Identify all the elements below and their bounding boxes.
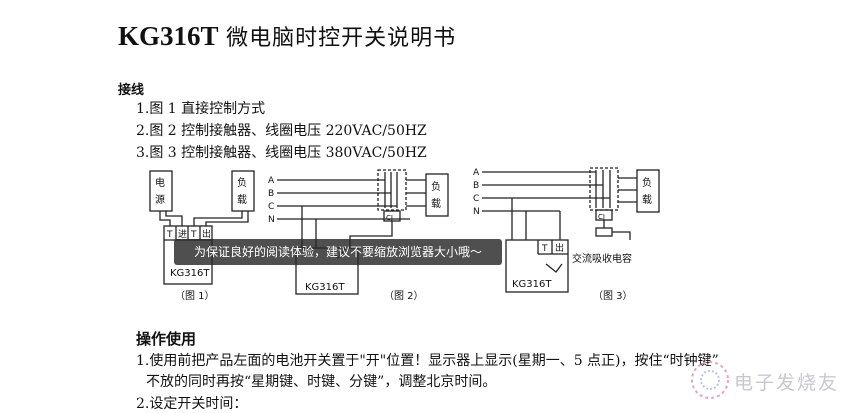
phase-a: A [268,176,275,186]
phase3-b: B [473,181,479,191]
device2-label: KG316T [305,282,345,293]
figure-1: 电 源 负 载 T 进 T 出 KG316T （图 1） [149,170,255,302]
wiring-heading: 接线 [118,83,145,98]
load-box-3 [636,169,660,213]
watermark-text: 电子发烧友 [734,372,840,394]
wiring-line-1: 1.图 1 直接控制方式 [136,101,266,117]
phase-c: C [268,202,274,212]
load3-label-1: 负 [642,176,652,189]
cj3-label: CJ [598,213,605,221]
power-label-1: 电 [155,176,165,189]
load-label-1: 负 [237,176,247,189]
ops-line-1-cont: 不放的同时再按“星期键、时键、分键”，调整北京时间。 [146,374,497,390]
phase-b: B [268,189,274,199]
device3-label: KG316T [512,279,552,290]
phase3-c: C [473,194,479,204]
load-box-2 [425,173,449,217]
page-title: KG316T 微电脑时控开关说明书 [118,20,456,52]
cj-label: CJ [386,214,393,222]
fig2-caption: （图 2） [384,290,424,302]
phase3-n: N [473,207,480,217]
phase3-a: A [473,168,480,178]
load2-label-1: 负 [431,180,441,193]
ops-heading: 操作使用 [136,330,197,348]
t1-terminal: T [166,230,173,240]
site-watermark: 电子发烧友 [688,358,858,404]
phase-n: N [268,215,275,225]
power-box [149,170,173,212]
capacitor-label: 交流吸收电容 [572,252,632,265]
power-label-2: 源 [155,193,165,206]
fig1-caption: （图 1） [175,290,215,302]
device-box-3 [505,239,569,293]
device-label: KG316T [170,268,210,279]
ops-line-1: 1.使用前把产品左面的电池开关置于"开"位置！显示器上显示(星期一、5 点正)，… [136,353,719,369]
contactor [377,169,407,211]
watermark-logo-icon [691,361,729,399]
capacitor [595,227,613,237]
load2-label-2: 载 [431,198,441,210]
out3-terminal: 出 [555,242,564,254]
figure-3: A B C N CJ 负 载 T 出 KG316T 交流吸收电容 （图 3） [473,167,660,302]
fig3-caption: （图 3） [593,290,633,302]
load3-label-2: 载 [642,194,652,206]
title-model: KG316T [118,21,219,51]
t2-terminal: T [190,230,197,240]
title-text: 微电脑时控开关说明书 [226,26,457,51]
load-box [231,170,255,212]
t3-terminal: T [541,244,548,254]
load-label-2: 载 [237,194,247,206]
figure-2: A B C N CJ 负 载 KG316T （图 2） [268,169,449,302]
out-terminal: 出 [202,228,211,240]
wiring-line-3: 3.图 3 控制接触器、线圈电压 380VAC/50HZ [136,145,427,161]
wiring-line-2: 2.图 2 控制接触器、线圈电压 220VAC/50HZ [136,123,427,139]
in-terminal: 进 [178,229,187,240]
contactor-3 [589,167,619,211]
ops-line-2: 2.设定开关时间： [136,396,248,412]
zoom-warning-toast: 为保证良好的阅读体验，建议不要缩放浏览器大小哦～ [174,239,502,265]
